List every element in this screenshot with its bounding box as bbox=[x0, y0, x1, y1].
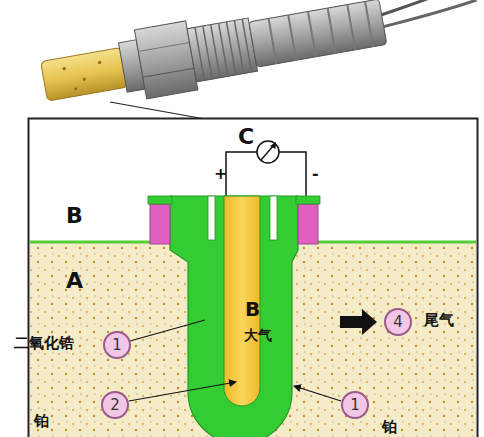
callout-number: 4 bbox=[384, 308, 412, 336]
callout-text: 1 bbox=[112, 338, 122, 353]
part-label: 大气 bbox=[244, 328, 272, 342]
callout-number: 1 bbox=[341, 391, 369, 419]
part-label: 二氧化锆 bbox=[14, 336, 74, 351]
part-label: 铂 bbox=[34, 414, 49, 429]
part-label: B bbox=[245, 299, 260, 319]
callout-text: 1 bbox=[350, 398, 360, 413]
part-label: 铂 bbox=[382, 420, 397, 435]
callout-text: 2 bbox=[110, 398, 120, 413]
part-label: 尾气 bbox=[424, 313, 454, 328]
callout-text: 4 bbox=[393, 315, 403, 330]
part-label: B bbox=[66, 205, 83, 227]
part-label: A bbox=[66, 270, 83, 292]
part-label: + bbox=[214, 166, 227, 182]
callout-number: 2 bbox=[101, 391, 129, 419]
callout-number: 1 bbox=[103, 331, 131, 359]
part-label: - bbox=[312, 166, 319, 182]
part-label: C bbox=[238, 126, 254, 148]
